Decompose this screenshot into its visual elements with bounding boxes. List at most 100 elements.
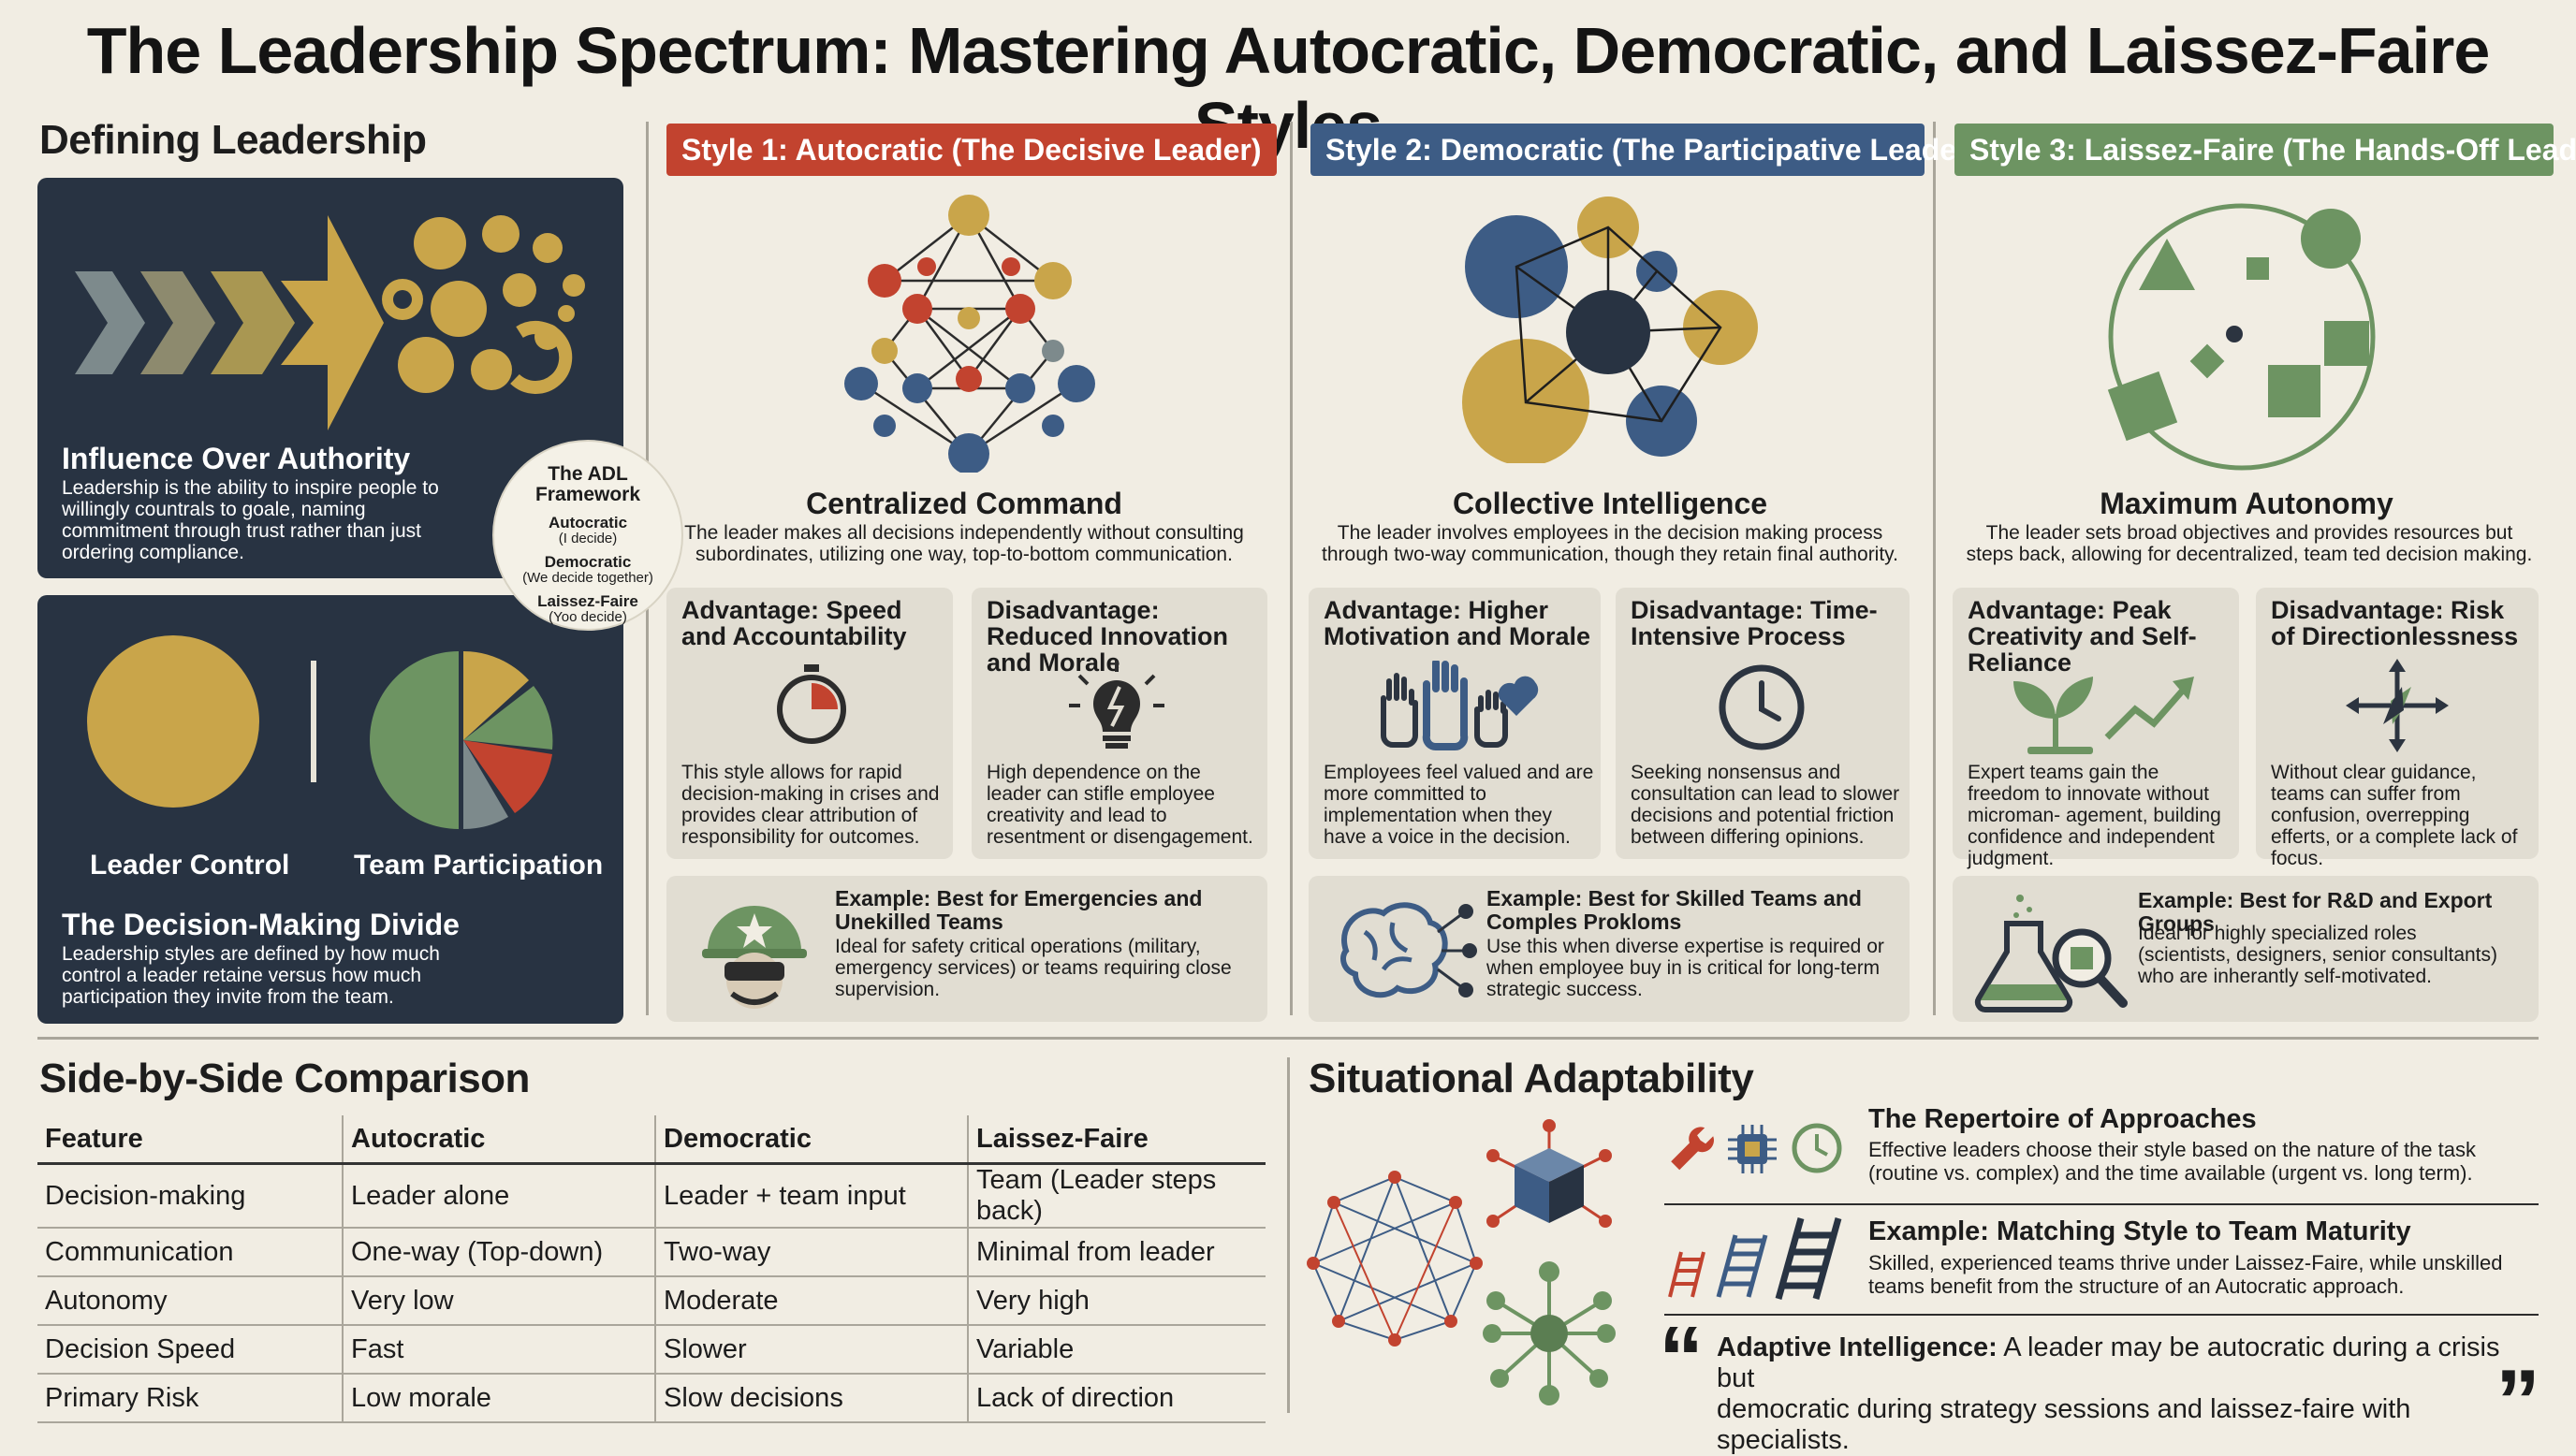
quote-icon: “ [1659, 1308, 1704, 1408]
table-cell: Variable [967, 1325, 1266, 1375]
divide-panel: Leader Control Team Participation The De… [37, 595, 623, 1024]
table-row: Autonomy Very low Moderate Very high [37, 1276, 1266, 1326]
style2-dis-text: Seeking nonsensus and consultation can l… [1631, 762, 1900, 848]
style3-example-card: Example: Best for R&D and Export Groups … [1953, 876, 2539, 1022]
style1-advantage-card: Advantage: Speed and Accountability This… [666, 588, 953, 859]
adaptability-heading: Situational Adaptability [1309, 1056, 1754, 1101]
brain-network-icon [1340, 902, 1477, 998]
table-row: Decision Speed Fast Slower Variable [37, 1325, 1266, 1375]
divide-text: Leadership styles are defined by how muc… [62, 943, 440, 1008]
table-cell: Low morale [342, 1374, 655, 1423]
table-row: Communication One-way (Top-down) Two-way… [37, 1228, 1266, 1277]
compass-arrows-icon [2346, 659, 2449, 752]
style1-example-card: Example: Best for Emergencies and Unekil… [666, 876, 1267, 1022]
quote-lead: Adaptive Intelligence: [1717, 1332, 1998, 1362]
dots-cluster-icon [382, 215, 585, 394]
table-cell: Slow decisions [654, 1374, 968, 1423]
table-cell: Decision Speed [37, 1325, 343, 1375]
repertoire-title: The Repertoire of Approaches [1868, 1104, 2257, 1134]
table-header: Autocratic [342, 1115, 655, 1165]
team-participation-label: Team Participation [354, 850, 604, 881]
style3-ex-title: Example: Best for R&D and Export Groups [2138, 888, 2493, 936]
table-cell: Very low [342, 1276, 655, 1326]
adl-l: Laissez-Faire [537, 592, 638, 610]
wrench-icon [1671, 1127, 1714, 1171]
table-cell: Leader alone [342, 1163, 655, 1229]
stopwatch-icon [777, 664, 846, 744]
quote-text-2: democratic during strategy sessions and … [1717, 1394, 2411, 1455]
shapes-circle-icon [2107, 203, 2376, 471]
table-cell: Autonomy [37, 1276, 343, 1326]
divider [1290, 122, 1293, 1015]
style2-banner: Style 2: Democratic (The Participative L… [1310, 124, 1978, 176]
table-cell: Lack of direction [967, 1374, 1266, 1423]
clock-icon [1792, 1123, 1842, 1173]
table-cell: Minimal from leader [967, 1228, 1266, 1277]
style2-ex-title: Example: Best for Skilled Teams and Comp… [1486, 886, 1862, 934]
style3-adv-title: Advantage: Peak Creativity and Self-Reli… [1968, 596, 2197, 677]
table-header: Democratic [654, 1115, 968, 1165]
style1-disadvantage-card: Disadvantage: Reduced Innovation and Mor… [972, 588, 1267, 859]
adl-title-line: The ADL [548, 463, 628, 485]
divide-title: The Decision-Making Divide [62, 908, 460, 941]
style3-advantage-card: Advantage: Peak Creativity and Self-Reli… [1953, 588, 2239, 869]
adl-a: Autocratic [548, 514, 628, 531]
style2-advantage-card: Advantage: Higher Motivation and Morale … [1309, 588, 1601, 859]
style1-adv-text: This style allows for rapid decision-mak… [681, 762, 940, 848]
table-row: Decision-making Leader alone Leader + te… [37, 1163, 1266, 1229]
style1-adv-title: Advantage: Speed and Accountability [681, 596, 907, 650]
leader-control-label: Leader Control [90, 850, 290, 881]
style3-dis-title: Disadvantage: Risk of Directionlessness [2271, 596, 2519, 650]
hub-network-icon [1483, 1261, 1616, 1405]
table-cell: One-way (Top-down) [342, 1228, 655, 1277]
flask-magnifier-icon [1974, 895, 2128, 1012]
table-cell: Fast [342, 1325, 655, 1375]
adl-d: Democratic [544, 553, 632, 571]
divider [1664, 1203, 2539, 1205]
pie-icon [370, 651, 553, 829]
table-header-row: Feature Autocratic Democratic Laissez-Fa… [37, 1115, 1266, 1165]
clock-icon [1719, 664, 1805, 750]
style2-ex-text: Use this when diverse expertise is requi… [1486, 936, 1884, 1000]
style1-concept-title: Centralized Command [806, 487, 1122, 520]
table-cell: Communication [37, 1228, 343, 1277]
soldier-helmet-icon [702, 906, 807, 1009]
style2-concept-text: The leader involves employees in the dec… [1322, 522, 1898, 565]
adl-l-sub: (Yoo decide) [549, 609, 627, 625]
style3-dis-text: Without clear guidance, teams can suffer… [2271, 762, 2518, 869]
adl-a-sub: (I decide) [558, 531, 618, 546]
table-cell: Very high [967, 1276, 1266, 1326]
network-icon [844, 195, 1095, 473]
style1-ex-text: Ideal for safety critical operations (mi… [835, 936, 1232, 1000]
style3-concept-text: The leader sets broad objectives and pro… [1966, 522, 2533, 565]
style1-dis-title: Disadvantage: Reduced Innovation and Mor… [987, 596, 1229, 677]
quote-close-icon: ” [2496, 1351, 2540, 1451]
style2-concept-title: Collective Intelligence [1452, 487, 1768, 520]
style1-dis-text: High dependence on the leader can stifle… [987, 762, 1253, 848]
comparison-heading: Side-by-Side Comparison [39, 1056, 530, 1101]
comparison-table: Feature Autocratic Democratic Laissez-Fa… [37, 1115, 1266, 1423]
adl-title-line: Framework [534, 484, 641, 505]
divider [1664, 1314, 2539, 1316]
seedling-growth-icon [2013, 677, 2194, 754]
defining-heading: Defining Leadership [39, 117, 427, 163]
adl-title: The ADL Framework [494, 464, 681, 505]
style3-adv-text: Expert teams gain the freedom to innovat… [1968, 762, 2221, 869]
style2-example-card: Example: Best for Skilled Teams and Comp… [1309, 876, 1910, 1022]
chip-icon [1728, 1125, 1777, 1173]
table-header: Feature [37, 1115, 343, 1165]
repertoire-text: Effective leaders choose their style bas… [1868, 1138, 2476, 1185]
pentagon-network-icon [1462, 197, 1758, 463]
chevrons-icon [75, 215, 384, 430]
ladders-icon [1668, 1217, 1842, 1300]
influence-title: Influence Over Authority [62, 442, 411, 475]
table-cell: Slower [654, 1325, 968, 1375]
lightbulb-icon [1069, 661, 1164, 749]
table-cell: Decision-making [37, 1163, 343, 1229]
style3-ex-text: Ideal for highly specialized roles (scie… [2138, 923, 2497, 987]
cube-network-icon [1486, 1119, 1612, 1228]
table-row: Primary Risk Low morale Slow decisions L… [37, 1374, 1266, 1423]
polygon-network-icon [1307, 1171, 1483, 1347]
table-cell: Two-way [654, 1228, 968, 1277]
maturity-title: Example: Matching Style to Team Maturity [1868, 1216, 2411, 1246]
